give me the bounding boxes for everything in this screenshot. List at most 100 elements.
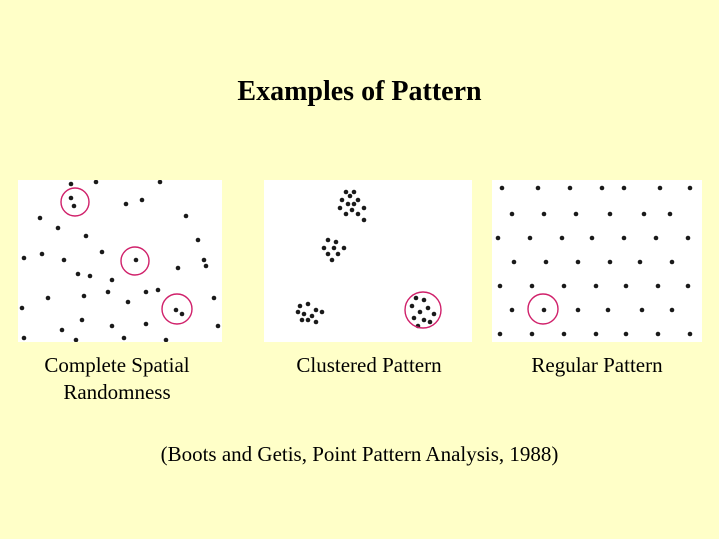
- point-marker: [561, 331, 567, 337]
- point-marker: [299, 317, 305, 323]
- point-marker: [71, 203, 77, 209]
- point-marker: [163, 337, 169, 342]
- regular-pattern-panel: [492, 180, 702, 342]
- point-marker: [687, 331, 693, 337]
- point-marker: [623, 331, 629, 337]
- point-marker: [325, 251, 331, 257]
- point-marker: [93, 180, 99, 185]
- point-marker: [123, 201, 129, 207]
- csr-caption: Complete Spatial Randomness: [10, 352, 224, 406]
- point-marker: [497, 283, 503, 289]
- point-marker: [313, 319, 319, 325]
- point-marker: [45, 295, 51, 301]
- point-marker: [593, 283, 599, 289]
- point-marker: [639, 307, 645, 313]
- csr-caption-line1: Complete Spatial: [44, 353, 190, 377]
- point-marker: [109, 323, 115, 329]
- point-marker: [653, 235, 659, 241]
- point-marker: [39, 251, 45, 257]
- point-marker: [527, 235, 533, 241]
- point-marker: [573, 211, 579, 217]
- point-marker: [421, 297, 427, 303]
- point-marker: [75, 271, 81, 277]
- slide-title: Examples of Pattern: [237, 76, 482, 107]
- point-marker: [121, 335, 127, 341]
- point-marker: [183, 213, 189, 219]
- point-marker: [685, 235, 691, 241]
- point-marker: [543, 259, 549, 265]
- point-marker: [655, 331, 661, 337]
- point-marker: [605, 307, 611, 313]
- point-marker: [669, 307, 675, 313]
- point-marker: [55, 225, 61, 231]
- point-marker: [305, 301, 311, 307]
- point-marker: [157, 180, 163, 185]
- point-marker: [431, 311, 437, 317]
- point-marker: [319, 309, 325, 315]
- clustered-caption-line1: Clustered Pattern: [296, 353, 442, 377]
- point-marker: [21, 255, 27, 261]
- point-marker: [79, 317, 85, 323]
- highlight-circle: [404, 291, 442, 329]
- point-marker: [301, 311, 307, 317]
- point-marker: [685, 283, 691, 289]
- point-marker: [607, 211, 613, 217]
- point-marker: [409, 303, 415, 309]
- point-marker: [575, 307, 581, 313]
- regular-caption: Regular Pattern: [492, 352, 702, 379]
- clustered-point-map: [295, 189, 442, 329]
- point-marker: [341, 245, 347, 251]
- point-marker: [355, 211, 361, 217]
- point-marker: [329, 257, 335, 263]
- point-marker: [133, 257, 139, 263]
- highlight-circle: [527, 293, 559, 325]
- point-marker: [425, 305, 431, 311]
- csr-caption-line2: Randomness: [63, 380, 171, 404]
- point-marker: [295, 309, 301, 315]
- point-marker: [345, 201, 351, 207]
- point-marker: [417, 309, 423, 315]
- point-marker: [687, 185, 693, 191]
- regular-point-map: [495, 185, 693, 337]
- point-marker: [427, 319, 433, 325]
- point-marker: [641, 211, 647, 217]
- point-marker: [351, 189, 357, 195]
- point-marker: [567, 185, 573, 191]
- point-marker: [511, 259, 517, 265]
- point-marker: [125, 299, 131, 305]
- point-marker: [411, 315, 417, 321]
- point-marker: [509, 307, 515, 313]
- point-marker: [37, 215, 43, 221]
- clustered-caption: Clustered Pattern: [262, 352, 476, 379]
- point-marker: [667, 211, 673, 217]
- point-marker: [541, 307, 547, 313]
- point-marker: [143, 321, 149, 327]
- point-marker: [333, 239, 339, 245]
- point-marker: [623, 283, 629, 289]
- point-marker: [81, 293, 87, 299]
- point-marker: [655, 283, 661, 289]
- point-marker: [497, 331, 503, 337]
- point-marker: [607, 259, 613, 265]
- point-marker: [99, 249, 105, 255]
- highlight-circle: [120, 246, 150, 276]
- point-marker: [339, 197, 345, 203]
- point-marker: [559, 235, 565, 241]
- point-marker: [529, 331, 535, 337]
- point-marker: [355, 197, 361, 203]
- point-marker: [349, 207, 355, 213]
- point-marker: [599, 185, 605, 191]
- point-marker: [61, 257, 67, 263]
- point-marker: [413, 295, 419, 301]
- point-marker: [68, 181, 74, 187]
- point-marker: [589, 235, 595, 241]
- point-marker: [351, 201, 357, 207]
- point-marker: [335, 251, 341, 257]
- point-marker: [59, 327, 65, 333]
- point-marker: [21, 335, 27, 341]
- highlight-circle: [60, 187, 90, 217]
- point-marker: [325, 237, 331, 243]
- point-marker: [621, 235, 627, 241]
- point-marker: [201, 257, 207, 263]
- point-marker: [195, 237, 201, 243]
